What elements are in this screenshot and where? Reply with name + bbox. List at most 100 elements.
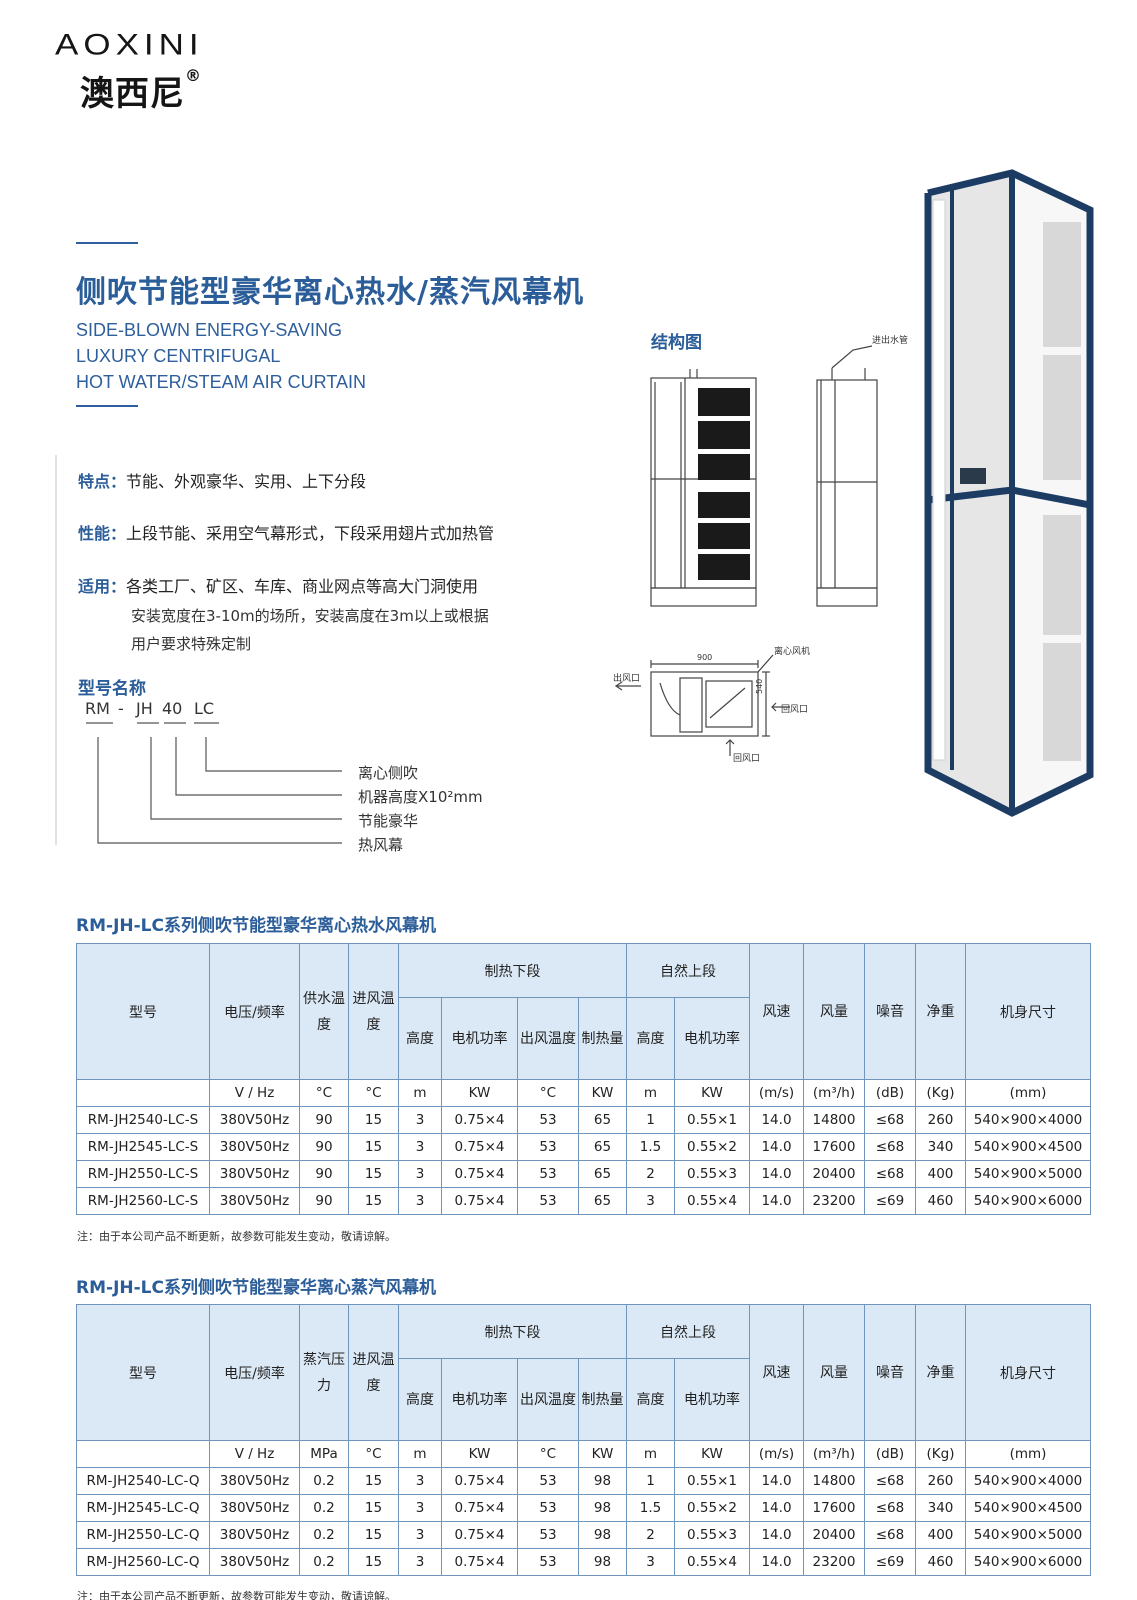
header-steam-pressure: 蒸汽压力 — [299, 1304, 349, 1441]
units-cell: (m³/h) — [803, 1440, 865, 1468]
header-voltage: 电压/频率 — [209, 943, 300, 1080]
table-cell: 400 — [915, 1160, 966, 1188]
units-cell: KW — [674, 1440, 750, 1468]
table-cell: 14800 — [803, 1106, 865, 1134]
outlet-label: 出风口 — [613, 672, 640, 684]
table-cell: 3 — [626, 1187, 675, 1215]
header-weight: 净重 — [915, 1304, 966, 1441]
english-subtitle-line: SIDE-BLOWN ENERGY-SAVING — [76, 320, 343, 340]
title-rule-bottom — [76, 405, 138, 407]
table-cell: 17600 — [803, 1133, 865, 1161]
header-size: 机身尺寸 — [965, 943, 1091, 1080]
table-cell: RM-JH2560-LC-Q — [76, 1548, 210, 1576]
header-heat-height: 高度 — [398, 997, 442, 1080]
header-size: 机身尺寸 — [965, 1304, 1091, 1441]
table-cell: 1 — [626, 1467, 675, 1495]
table-cell: 540×900×5000 — [965, 1160, 1091, 1188]
table-cell: ≤68 — [864, 1133, 916, 1161]
model-name-title: 型号名称 — [78, 679, 146, 699]
table-cell: 65 — [578, 1187, 627, 1215]
table-cell: 23200 — [803, 1187, 865, 1215]
header-speed: 风速 — [749, 1304, 804, 1441]
table-cell: 0.75×4 — [441, 1548, 518, 1576]
table-cell: 0.55×2 — [674, 1494, 750, 1522]
header-voltage: 电压/频率 — [209, 1304, 300, 1441]
table-cell: 14.0 — [749, 1521, 804, 1549]
table-cell: 17600 — [803, 1494, 865, 1522]
header-heat-motor: 电机功率 — [441, 1358, 518, 1441]
units-cell: KW — [578, 1440, 627, 1468]
table-cell: 380V50Hz — [209, 1160, 300, 1188]
header-model: 型号 — [76, 943, 210, 1080]
table-note: 注：由于本公司产品不断更新，故参数可能发生变动，敬请谅解。 — [77, 1590, 396, 1600]
table-cell: 3 — [398, 1521, 442, 1549]
feature-key: 特点： — [78, 472, 127, 491]
table-cell: 0.2 — [299, 1494, 349, 1522]
width-dimension: 900 — [697, 653, 712, 662]
header-nat-height: 高度 — [626, 1358, 675, 1441]
table-cell: 0.55×1 — [674, 1467, 750, 1495]
feature-continued: 安装宽度在3-10m的场所，安装高度在3m以上或根据 — [131, 607, 489, 625]
table-cell: 0.55×2 — [674, 1133, 750, 1161]
header-weight: 净重 — [915, 943, 966, 1080]
return-air-label: 回风口 — [733, 753, 760, 764]
feature-text: 各类工厂、矿区、车库、商业网点等高大门洞使用 — [126, 577, 479, 596]
table-cell: 15 — [348, 1187, 399, 1215]
table-cell: 53 — [517, 1160, 579, 1188]
table-cell: 460 — [915, 1187, 966, 1215]
model-legend-item: 节能豪华 — [358, 812, 419, 830]
table-cell: 0.75×4 — [441, 1521, 518, 1549]
feature-key: 适用： — [78, 577, 127, 596]
table-cell: 260 — [915, 1106, 966, 1134]
feature-item: 适用：各类工厂、矿区、车库、商业网点等高大门洞使用 — [78, 573, 478, 597]
table-cell: 53 — [517, 1467, 579, 1495]
english-subtitle-line: LUXURY CENTRIFUGAL — [76, 346, 281, 366]
table-cell: 14.0 — [749, 1494, 804, 1522]
table-cell: 0.75×4 — [441, 1106, 518, 1134]
table-cell: 0.75×4 — [441, 1133, 518, 1161]
table-cell: 380V50Hz — [209, 1106, 300, 1134]
units-cell: MPa — [299, 1440, 349, 1468]
units-row: V / Hz °C °C m KW °C KW m KW (m/s) (m³/h… — [76, 1079, 1091, 1107]
table-cell: 3 — [398, 1133, 442, 1161]
units-cell: (Kg) — [915, 1079, 966, 1107]
table-cell: 380V50Hz — [209, 1548, 300, 1576]
product-image — [924, 169, 1094, 817]
table-cell: 380V50Hz — [209, 1467, 300, 1495]
table-cell: RM-JH2540-LC-Q — [76, 1467, 210, 1495]
feature-key: 性能： — [78, 524, 127, 543]
table-cell: ≤68 — [864, 1106, 916, 1134]
units-cell: KW — [441, 1079, 518, 1107]
table-cell: 14.0 — [749, 1187, 804, 1215]
table-cell: 460 — [915, 1548, 966, 1576]
table-cell: 98 — [578, 1494, 627, 1522]
table-cell: 0.55×3 — [674, 1160, 750, 1188]
table-cell: 14.0 — [749, 1548, 804, 1576]
table-cell: 53 — [517, 1521, 579, 1549]
model-code-part: JH — [136, 699, 153, 718]
table-cell: RM-JH2540-LC-S — [76, 1106, 210, 1134]
table-cell: RM-JH2545-LC-Q — [76, 1494, 210, 1522]
table-cell: 400 — [915, 1521, 966, 1549]
units-cell: °C — [299, 1079, 349, 1107]
table-cell: 540×900×4500 — [965, 1133, 1091, 1161]
table-cell: 0.2 — [299, 1521, 349, 1549]
table-cell: 2 — [626, 1160, 675, 1188]
table-cell: 53 — [517, 1106, 579, 1134]
page-title: 侧吹节能型豪华离心热水/蒸汽风幕机 — [76, 275, 584, 310]
header-heat-height: 高度 — [398, 1358, 442, 1441]
table-cell: 90 — [299, 1133, 349, 1161]
table-cell: ≤69 — [864, 1187, 916, 1215]
table-cell: 20400 — [803, 1521, 865, 1549]
header-natural-upper: 自然上段 — [626, 1304, 750, 1359]
units-cell: (mm) — [965, 1440, 1091, 1468]
registered-mark: ® — [185, 66, 202, 85]
table-cell: 3 — [626, 1548, 675, 1576]
units-cell: (m/s) — [749, 1079, 804, 1107]
